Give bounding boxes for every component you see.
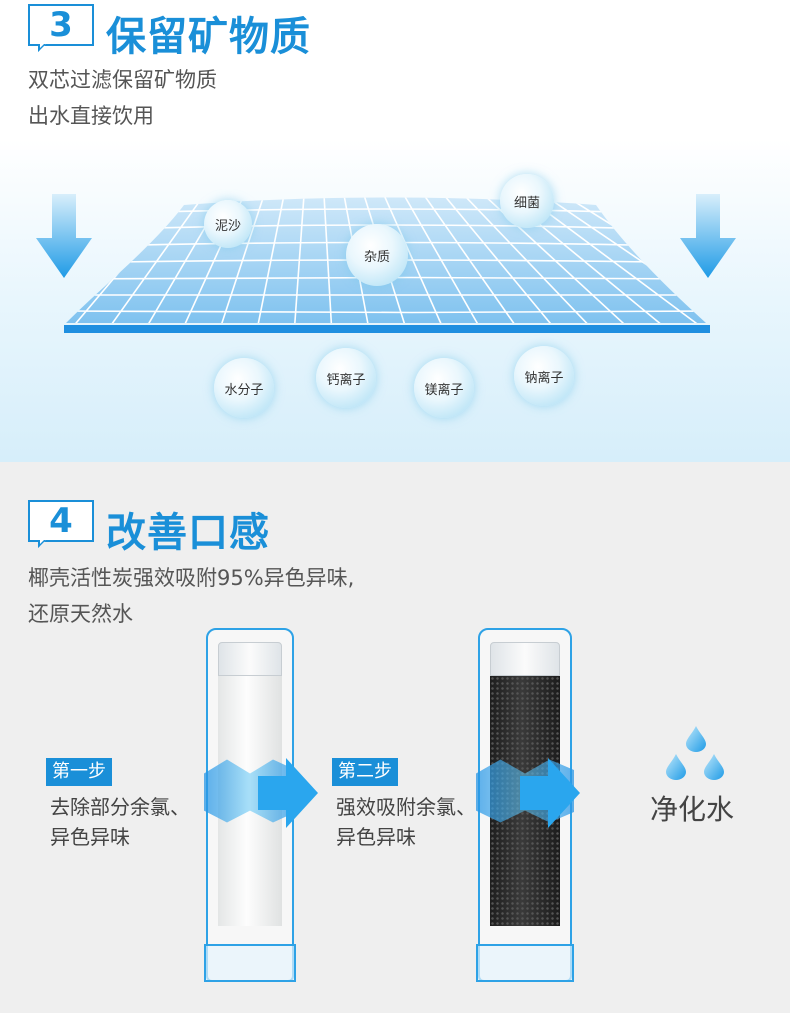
- purified-water-label: 净化水: [650, 793, 735, 826]
- particle-bubble-impurity: 杂质: [346, 224, 408, 286]
- section-number-badge: 4: [28, 500, 94, 542]
- particle-bubble-sediment: 泥沙: [204, 200, 252, 248]
- mineral-bubble-magnesium: 镁离子: [414, 358, 474, 418]
- section-title: 保留矿物质: [106, 14, 311, 60]
- step-one-tag: 第一步: [46, 758, 112, 786]
- section-improve-taste: 4 改善口感 椰壳活性炭强效吸附95%异色异味, 还原天然水 第一步 去除部分余…: [0, 462, 790, 1013]
- step-two-tag: 第二步: [332, 758, 398, 786]
- mineral-bubble-calcium: 钙离子: [316, 348, 376, 408]
- water-drop-icon: [666, 754, 686, 780]
- mineral-bubble-water: 水分子: [214, 358, 274, 418]
- section-description: 双芯过滤保留矿物质 出水直接饮用: [28, 68, 217, 128]
- down-arrow-icon: [36, 194, 92, 278]
- step-one-description: 去除部分余氯、 异色异味: [50, 795, 190, 849]
- pp-cotton-filter: [204, 628, 296, 982]
- water-drop-icon: [704, 754, 724, 780]
- step-two-description: 强效吸附余氯、 异色异味: [336, 795, 476, 849]
- particle-bubble-bacteria: 细菌: [500, 174, 554, 228]
- section-title: 改善口感: [106, 510, 270, 556]
- mineral-bubble-sodium: 钠离子: [514, 346, 574, 406]
- section-retain-minerals: 3 保留矿物质 双芯过滤保留矿物质 出水直接饮用: [0, 0, 790, 462]
- flow-arrow-icon: [520, 758, 580, 828]
- water-drop-icon: [686, 726, 706, 752]
- section-number-badge: 3: [28, 4, 94, 46]
- flow-arrow-icon: [258, 758, 318, 828]
- down-arrow-icon: [680, 194, 736, 278]
- section-description: 椰壳活性炭强效吸附95%异色异味, 还原天然水: [28, 566, 355, 626]
